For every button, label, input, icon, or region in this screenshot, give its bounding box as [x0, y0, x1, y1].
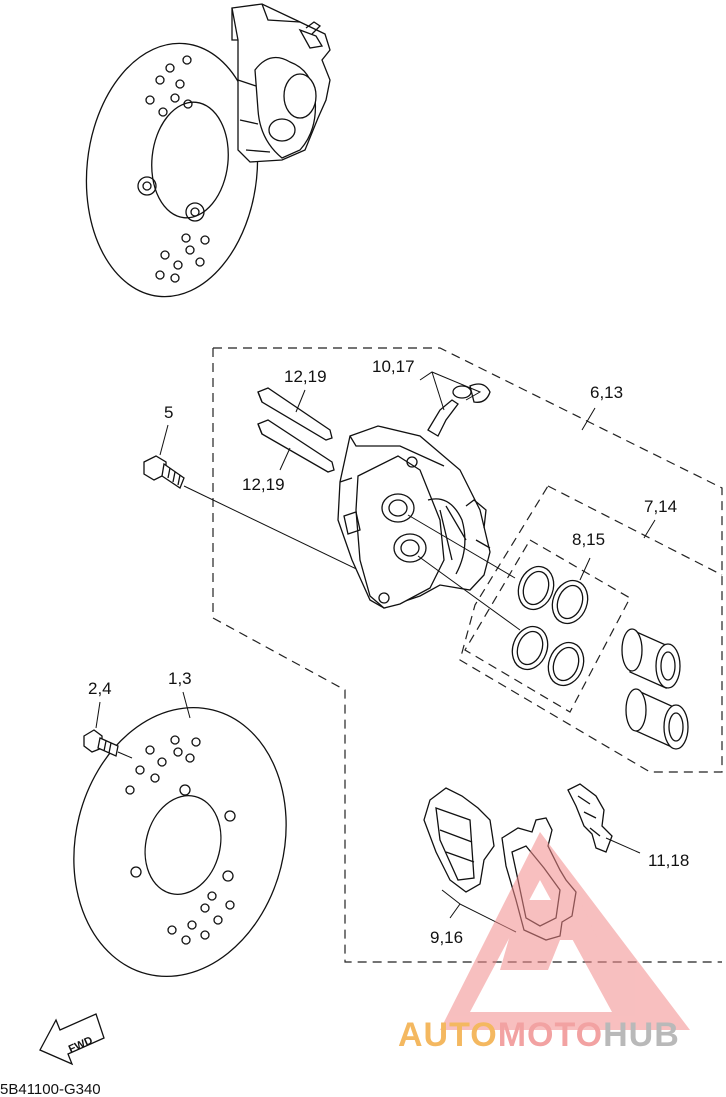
bolt-part-5 — [143, 455, 185, 489]
assembled-disc-caliper-illustration — [85, 3, 331, 298]
label-part-11-18: 11,18 — [648, 851, 689, 870]
piston-seals-part-8 — [511, 565, 589, 687]
watermark-text: AUTOMOTOHUB — [398, 1016, 680, 1054]
watermark-triangle-icon — [440, 832, 690, 1030]
label-part-2-4: 2,4 — [88, 679, 112, 698]
watermark-hub: HUB — [603, 1016, 680, 1054]
watermark-moto: MOTO — [498, 1016, 603, 1054]
label-part-6-13: 6,13 — [590, 383, 623, 402]
pin-bolts-part-12 — [257, 387, 335, 473]
pistons-part-7 — [621, 628, 689, 750]
brake-disc-part-1 — [73, 707, 287, 977]
label-part-12-19-top: 12,19 — [284, 367, 327, 386]
piston-kit-boundary — [547, 485, 723, 576]
bleed-screw-part-10 — [427, 383, 491, 437]
caliper-assembly-boundary — [213, 347, 723, 773]
label-part-10-17: 10,17 — [372, 357, 415, 376]
label-part-9-16: 9,16 — [430, 928, 463, 947]
disc-bolt-part-2 — [83, 729, 119, 757]
watermark-logo — [440, 832, 690, 1030]
label-part-7-14: 7,14 — [644, 497, 677, 516]
caliper-body-illustration — [337, 425, 491, 609]
seal-kit-boundary — [464, 539, 631, 713]
pad-spring-part-11 — [567, 783, 613, 853]
watermark-auto: AUTO — [398, 1016, 498, 1054]
label-part-12-19-bottom: 12,19 — [242, 475, 285, 494]
label-part-5: 5 — [164, 403, 173, 422]
drawing-code: 5B41100-G340 — [0, 1081, 101, 1097]
label-part-1-3: 1,3 — [168, 669, 192, 688]
label-part-8-15: 8,15 — [572, 530, 605, 549]
forward-arrow-icon: FWD — [39, 1013, 105, 1066]
